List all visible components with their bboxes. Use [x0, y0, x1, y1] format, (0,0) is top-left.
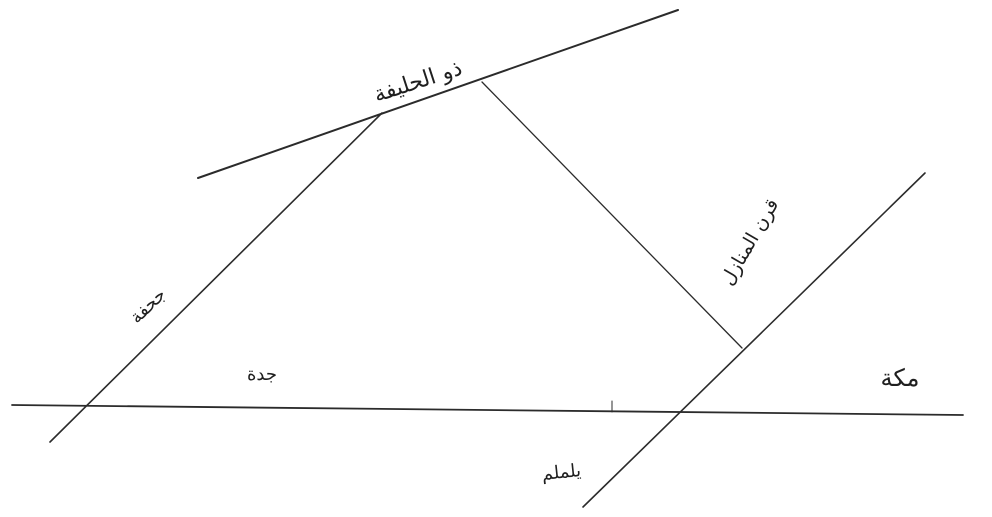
juhfa-label: جحفة: [126, 284, 170, 328]
jeddah-label: جدة: [247, 364, 277, 385]
dhul-hulayfa-line: [197, 9, 679, 179]
yalamlam-label: يلملم: [541, 460, 582, 485]
qarn-label: قرن المنازل: [716, 195, 783, 289]
juhfa-line: [49, 112, 383, 443]
yalamlam-line: [582, 172, 926, 508]
makkah-label: مكة: [881, 364, 920, 392]
jeddah-baseline: [11, 404, 964, 416]
qarn-connector-line: [481, 81, 743, 349]
